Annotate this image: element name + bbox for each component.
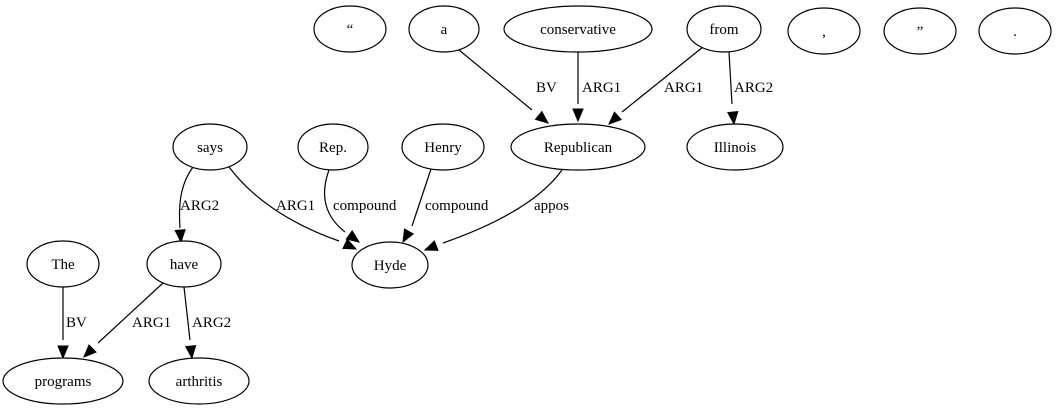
edge-have-programs: ARG1 [83, 282, 171, 358]
node-label: Rep. [319, 140, 347, 156]
arrowhead-icon [57, 345, 69, 360]
node-ellipse [503, 5, 653, 53]
node-ellipse [297, 123, 369, 171]
node-ellipse [148, 357, 250, 405]
node-label: a [441, 22, 448, 38]
node-have: have [146, 240, 222, 288]
node-conservative: conservative [503, 5, 653, 53]
node-the: The [26, 240, 100, 288]
node-ellipse [26, 240, 100, 288]
node-arthritis: arthritis [148, 357, 250, 405]
node-label: Hyde [374, 258, 407, 274]
arrowhead-icon [534, 110, 550, 124]
node-ellipse [883, 7, 957, 55]
edge-label: compound [333, 198, 397, 214]
arrowhead-icon [608, 111, 623, 125]
node-republican: Republican [510, 123, 646, 171]
edge-line [442, 169, 563, 244]
node-ellipse [686, 123, 784, 171]
edge-line [728, 51, 733, 105]
arrowhead-icon [83, 344, 97, 358]
edge-line [178, 166, 194, 229]
arrowhead-icon [423, 240, 439, 251]
node-ellipse [787, 7, 861, 55]
edge-henry-hyde: compound [402, 168, 489, 244]
edge-line [228, 166, 340, 242]
node-label: , [822, 24, 826, 40]
node-label: Henry [424, 140, 462, 156]
node-label: Illinois [714, 140, 757, 156]
node-q_open: “ [313, 5, 387, 53]
node-label: Republican [544, 140, 613, 156]
node-a: a [408, 5, 480, 53]
edge-from-republican: ARG1 [608, 46, 704, 125]
node-ellipse [510, 123, 646, 171]
arrowhead-icon [342, 238, 358, 250]
edge-line [411, 168, 432, 227]
edge-a-republican: BV [458, 49, 557, 124]
node-label: The [51, 257, 75, 273]
edge-republican-hyde: appos [423, 169, 569, 251]
node-period: . [978, 7, 1052, 55]
arrowhead-icon [402, 228, 415, 244]
node-ellipse [146, 240, 222, 288]
node-label: have [170, 257, 199, 273]
arrowhead-icon [184, 344, 197, 360]
edge-line [621, 46, 704, 113]
node-comma: , [787, 7, 861, 55]
node-programs: programs [2, 357, 124, 405]
node-label: conservative [540, 22, 616, 38]
node-q_close: ” [883, 7, 957, 55]
edge-label: ARG1 [276, 198, 315, 214]
edge-label: ARG1 [582, 80, 621, 96]
node-ellipse [2, 357, 124, 405]
arrowhead-icon [727, 110, 739, 126]
node-ellipse [351, 241, 429, 289]
arrowhead-icon [572, 108, 584, 123]
edge-line [458, 49, 533, 111]
edge-label: compound [425, 198, 489, 214]
node-from: from [686, 5, 762, 53]
node-ellipse [313, 5, 387, 53]
edge-says-hyde: ARG1 [228, 166, 358, 250]
edge-label: BV [536, 80, 557, 96]
edge-the-programs: BV [57, 287, 87, 360]
edge-label: BV [66, 315, 87, 331]
node-ellipse [172, 123, 248, 171]
node-label: says [197, 140, 223, 156]
node-hyde: Hyde [351, 241, 429, 289]
node-ellipse [978, 7, 1052, 55]
edge-conservative-republican: ARG1 [572, 52, 621, 123]
edge-label: ARG1 [132, 315, 171, 331]
edge-line [183, 286, 191, 341]
edge-label: ARG2 [180, 198, 219, 214]
node-label: from [709, 22, 738, 38]
node-says: says [172, 123, 248, 171]
edge-says-have: ARG2 [174, 166, 219, 244]
edge-have-arthritis: ARG2 [183, 286, 231, 360]
node-label: arthritis [176, 374, 223, 390]
arrowhead-icon [345, 230, 361, 243]
node-ellipse [401, 123, 485, 171]
node-ellipse [408, 5, 480, 53]
edge-line [323, 169, 346, 233]
node-illinois: Illinois [686, 123, 784, 171]
node-label: “ [347, 22, 354, 38]
edge-line [97, 282, 164, 344]
edge-from-illinois: ARG2 [727, 51, 773, 126]
edge-label: ARG2 [734, 80, 773, 96]
arrowhead-icon [174, 229, 186, 244]
edge-rep-hyde: compound [323, 169, 397, 243]
edge-label: ARG2 [192, 315, 231, 331]
node-label: . [1013, 24, 1017, 40]
node-rep: Rep. [297, 123, 369, 171]
edge-label: ARG1 [664, 80, 703, 96]
edge-label: appos [534, 198, 569, 214]
node-ellipse [686, 5, 762, 53]
node-henry: Henry [401, 123, 485, 171]
node-label: programs [35, 374, 92, 390]
node-label: ” [917, 24, 924, 40]
